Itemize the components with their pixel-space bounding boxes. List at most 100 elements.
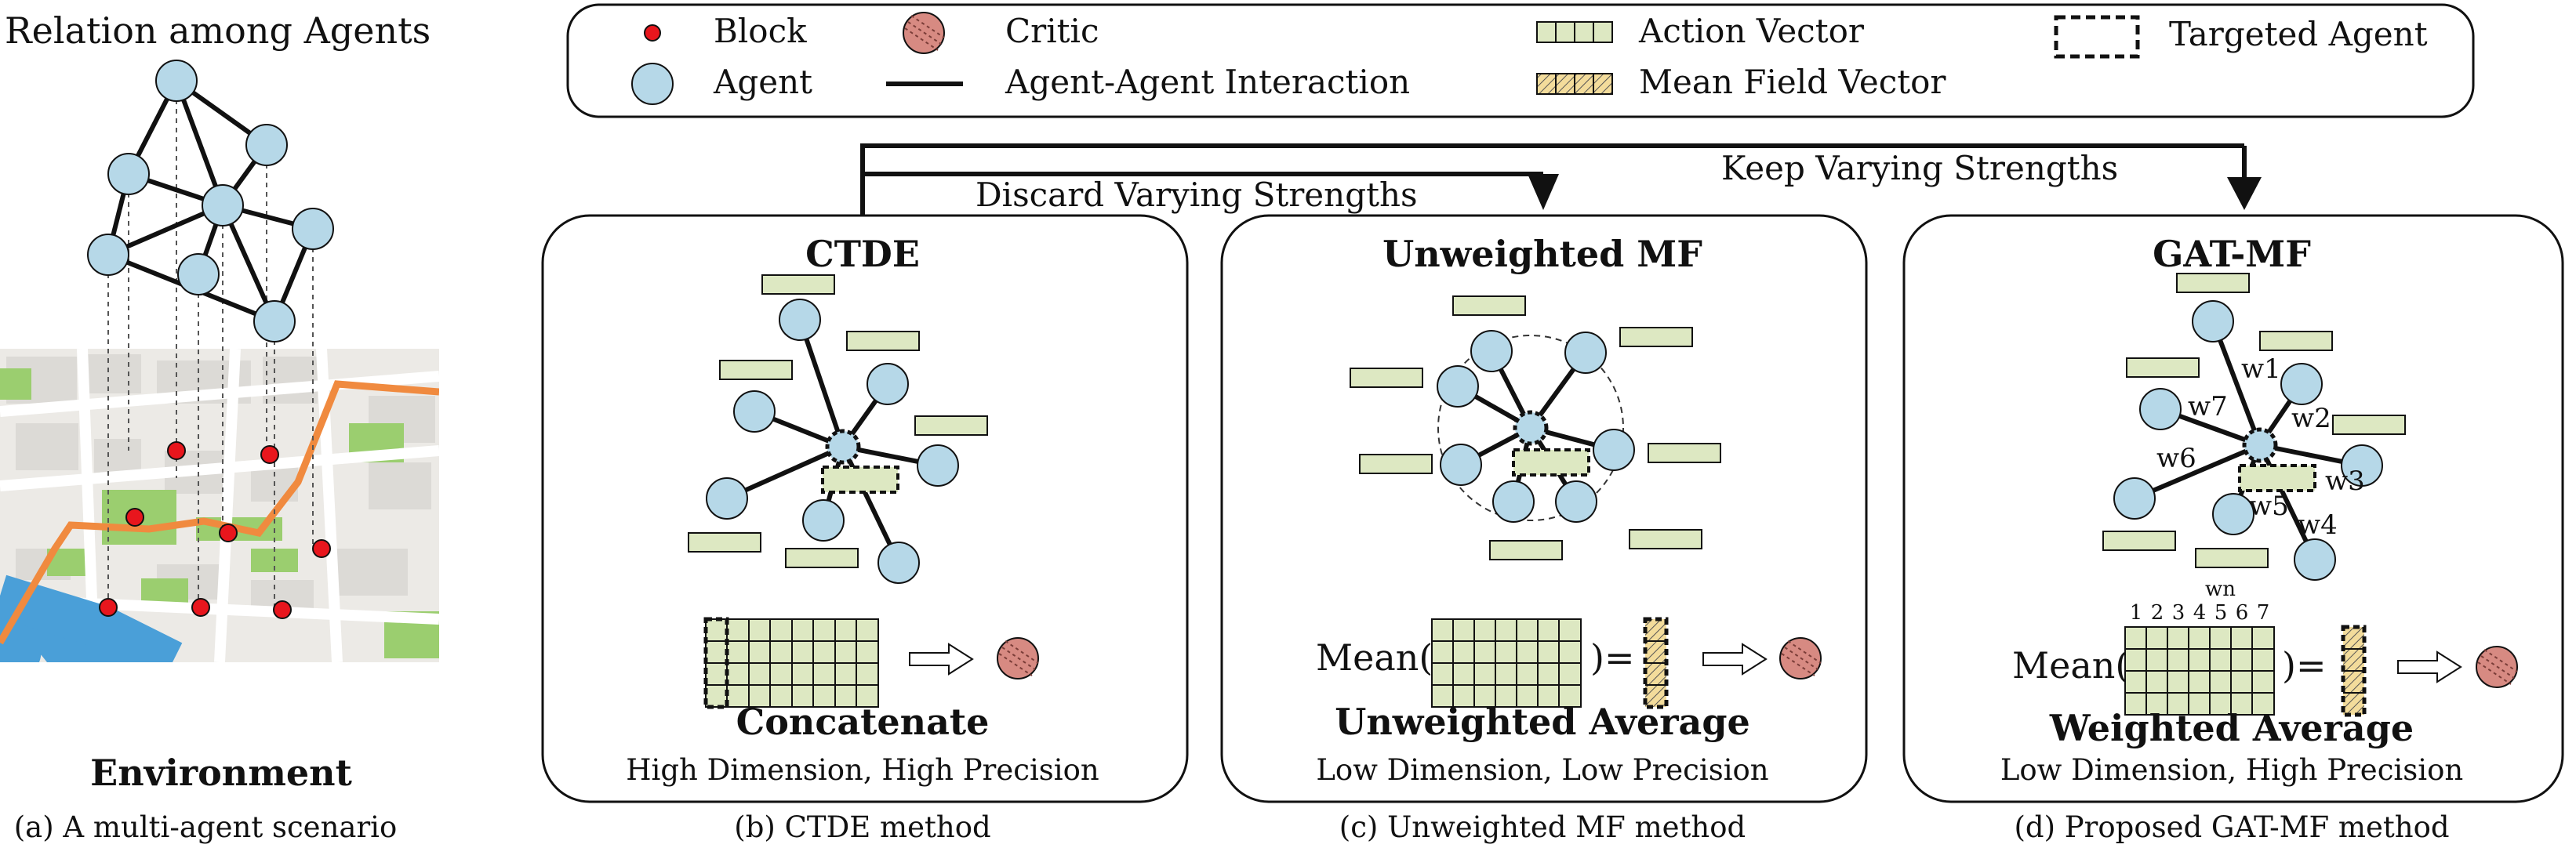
weight-label: w5 (2249, 491, 2289, 522)
attention-weights: w1 w2 w3 w4 w5 w6 w7 (2156, 353, 2365, 541)
agent-node (2212, 493, 2254, 535)
agent-node (706, 477, 748, 520)
agent-node (155, 60, 198, 102)
column-index: 4 (2193, 601, 2207, 625)
hollow-arrow (1702, 643, 1768, 676)
legend-interaction-label: Agent-Agent Interaction (1005, 63, 1410, 101)
column-index: 6 (2236, 601, 2249, 625)
mean-field-vector-icon (1536, 73, 1613, 95)
weight-label: w6 (2156, 443, 2196, 474)
weight-label: w2 (2291, 403, 2331, 434)
block-marker (99, 598, 118, 617)
uniform-matrix (1431, 618, 1582, 708)
panel-a: Relation among Agents (0, 9, 439, 844)
agent-node (1564, 332, 1607, 374)
panel-c-op: Unweighted Average (1335, 701, 1750, 743)
block-marker (125, 508, 144, 527)
discard-label: Discard Varying Strengths (976, 176, 1418, 214)
wn-label: wn (2205, 578, 2236, 601)
arrow-shared-stem (860, 143, 2244, 216)
weighted-matrix (2124, 626, 2275, 716)
main-road (0, 380, 439, 645)
arrowhead-gatmf (2227, 177, 2262, 210)
block-marker (260, 445, 279, 464)
keep-label: Keep Varying Strengths (1721, 149, 2118, 187)
agent-node (779, 299, 821, 341)
agent-node (2294, 538, 2336, 581)
action-vectors (688, 274, 988, 568)
hollow-arrow (2397, 650, 2462, 683)
legend-targeted-label: Targeted Agent (2169, 15, 2428, 53)
panel-b-title: CTDE (805, 233, 920, 275)
agent-node (2113, 477, 2156, 520)
agent-node (202, 184, 244, 226)
environment-label: Environment (90, 752, 352, 794)
map-blocks (99, 441, 331, 619)
panel-d-desc: Low Dimension, High Precision (2000, 753, 2463, 787)
concat-matrix (703, 617, 879, 709)
agent-node (1492, 480, 1535, 523)
critic-icon (903, 12, 945, 54)
legend-action-label: Action Vector (1638, 12, 1865, 50)
agent-node (107, 153, 150, 195)
agent-node (2341, 444, 2383, 487)
block-marker (273, 600, 292, 619)
targeted-agent-node (2242, 427, 2278, 463)
column-index: 1 (2130, 601, 2143, 625)
panel-c-caption: (c) Unweighted MF method (1339, 810, 1746, 844)
legend-frame (566, 3, 2475, 118)
agent-node (245, 124, 288, 166)
agent-node (253, 300, 296, 342)
agent-graph-nodes (87, 60, 334, 342)
legend-critic-label: Critic (1005, 12, 1099, 50)
panel-d-op: Weighted Average (2049, 707, 2414, 749)
block-marker (191, 598, 210, 617)
column-index: 2 (2151, 601, 2164, 625)
routing-arrows: Discard Varying Strengths Keep Varying S… (860, 143, 2262, 216)
column-indices: 1 2 3 4 5 6 7 (2130, 601, 2270, 625)
action-vectors (1350, 295, 1721, 560)
mean-field-radius (1437, 335, 1624, 521)
mean-field-mini (2238, 464, 2316, 492)
column-index: 5 (2214, 601, 2228, 625)
panel-a-title: Relation among Agents (5, 9, 431, 52)
mean-field-mini (1512, 448, 1590, 477)
agent-node (87, 234, 129, 276)
legend-block-label: Block (714, 12, 807, 50)
block-icon (644, 24, 661, 42)
agent-node (802, 499, 845, 542)
panel-b-op: Concatenate (736, 701, 990, 743)
agent-node (2139, 388, 2182, 430)
mean-field-result (2341, 625, 2367, 717)
weight-label: w1 (2241, 353, 2281, 385)
block-marker (312, 539, 331, 558)
action-vector-icon (1536, 21, 1613, 43)
panel-d: GAT-MF w1 w2 w3 w4 w5 (1902, 214, 2564, 844)
panel-c: Unweighted MF Mean( (1220, 214, 1868, 844)
agent-node (1593, 429, 1635, 471)
panel-b-caption: (b) CTDE method (734, 810, 990, 844)
panel-d-title: GAT-MF (2153, 233, 2311, 275)
agent-node (877, 542, 920, 584)
panel-a-caption: (a) A multi-agent scenario (14, 810, 398, 844)
mean-open: Mean( (2012, 644, 2129, 687)
critic-icon (2476, 646, 2518, 688)
agent-icon (631, 63, 674, 105)
action-vectors (2102, 273, 2406, 568)
legend: Block Agent Critic Agent-Agent Interacti… (566, 3, 2475, 118)
agent-node (177, 253, 220, 295)
hollow-arrow (909, 643, 974, 676)
panel-b-desc: High Dimension, High Precision (626, 753, 1099, 787)
mean-close: )= (2282, 644, 2327, 687)
legend-agent-label: Agent (713, 63, 812, 101)
weight-label: w3 (2325, 466, 2365, 497)
city-map (0, 349, 439, 662)
agent-node (2192, 300, 2234, 342)
legend-mean-field-label: Mean Field Vector (1639, 63, 1946, 101)
mean-field-result (1643, 617, 1669, 709)
mean-close: )= (1590, 636, 1635, 679)
agent-node (2280, 363, 2323, 405)
agent-node (1555, 480, 1597, 523)
panel-b: CTDE (541, 214, 1189, 844)
